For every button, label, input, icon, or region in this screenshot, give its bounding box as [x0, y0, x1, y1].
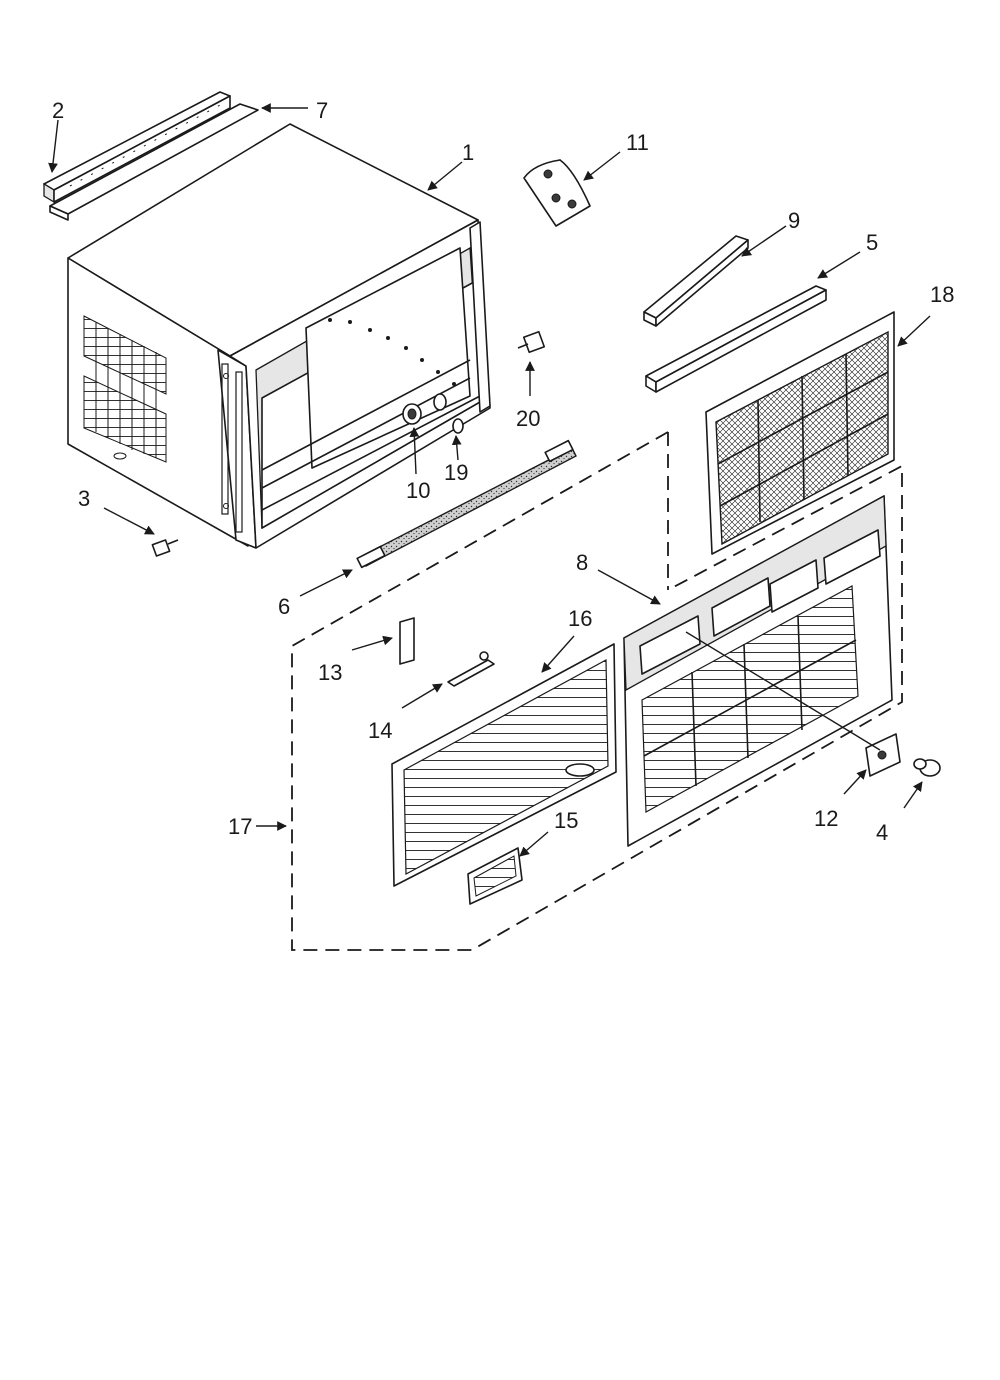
- assembly-17-outline: [291, 431, 903, 951]
- part-9-seal-strip: [643, 235, 749, 327]
- label-18: 18: [930, 282, 954, 307]
- part-12-bracket: [865, 733, 901, 777]
- part-8-front-panel: [623, 494, 893, 847]
- part-7-gasket-strip: [49, 103, 259, 221]
- part-18-filter: [705, 311, 895, 555]
- label-20: 20: [516, 406, 540, 431]
- label-11: 11: [626, 130, 649, 155]
- callout-labels: 1 2 3 4 5 6 7 8 9 10 11 12 13 14 15 16 1…: [52, 98, 954, 845]
- part-4-knob: [913, 758, 941, 777]
- part-11-bracket: [523, 159, 591, 227]
- part-2-top-rail: [43, 91, 231, 204]
- label-19: 19: [444, 460, 468, 485]
- label-17: 17: [228, 814, 252, 839]
- label-2: 2: [52, 98, 64, 123]
- label-7: 7: [316, 98, 328, 123]
- label-4: 4: [876, 820, 888, 845]
- label-8: 8: [576, 550, 588, 575]
- label-12: 12: [814, 806, 838, 831]
- label-3: 3: [78, 486, 90, 511]
- part-15-vent-door: [467, 847, 523, 905]
- part-16-grille: [391, 643, 617, 887]
- label-15: 15: [554, 808, 578, 833]
- part-13-clip: [399, 617, 415, 665]
- part-14-hinge: [447, 651, 495, 687]
- label-1: 1: [462, 140, 474, 165]
- label-14: 14: [368, 718, 392, 743]
- part-1-cabinet: [67, 123, 491, 549]
- part-19-clip: [433, 393, 464, 434]
- label-9: 9: [788, 208, 800, 233]
- part-3-screw: [151, 539, 179, 557]
- label-6: 6: [278, 594, 290, 619]
- part-20-screw: [517, 330, 546, 354]
- leader-lines: [48, 103, 931, 857]
- part-6-foam-strip: [356, 439, 577, 569]
- part-5-seal-strip: [645, 285, 827, 393]
- label-5: 5: [866, 230, 878, 255]
- label-13: 13: [318, 660, 342, 685]
- label-16: 16: [568, 606, 592, 631]
- part-10-bushing: [402, 403, 422, 425]
- label-10: 10: [406, 478, 430, 503]
